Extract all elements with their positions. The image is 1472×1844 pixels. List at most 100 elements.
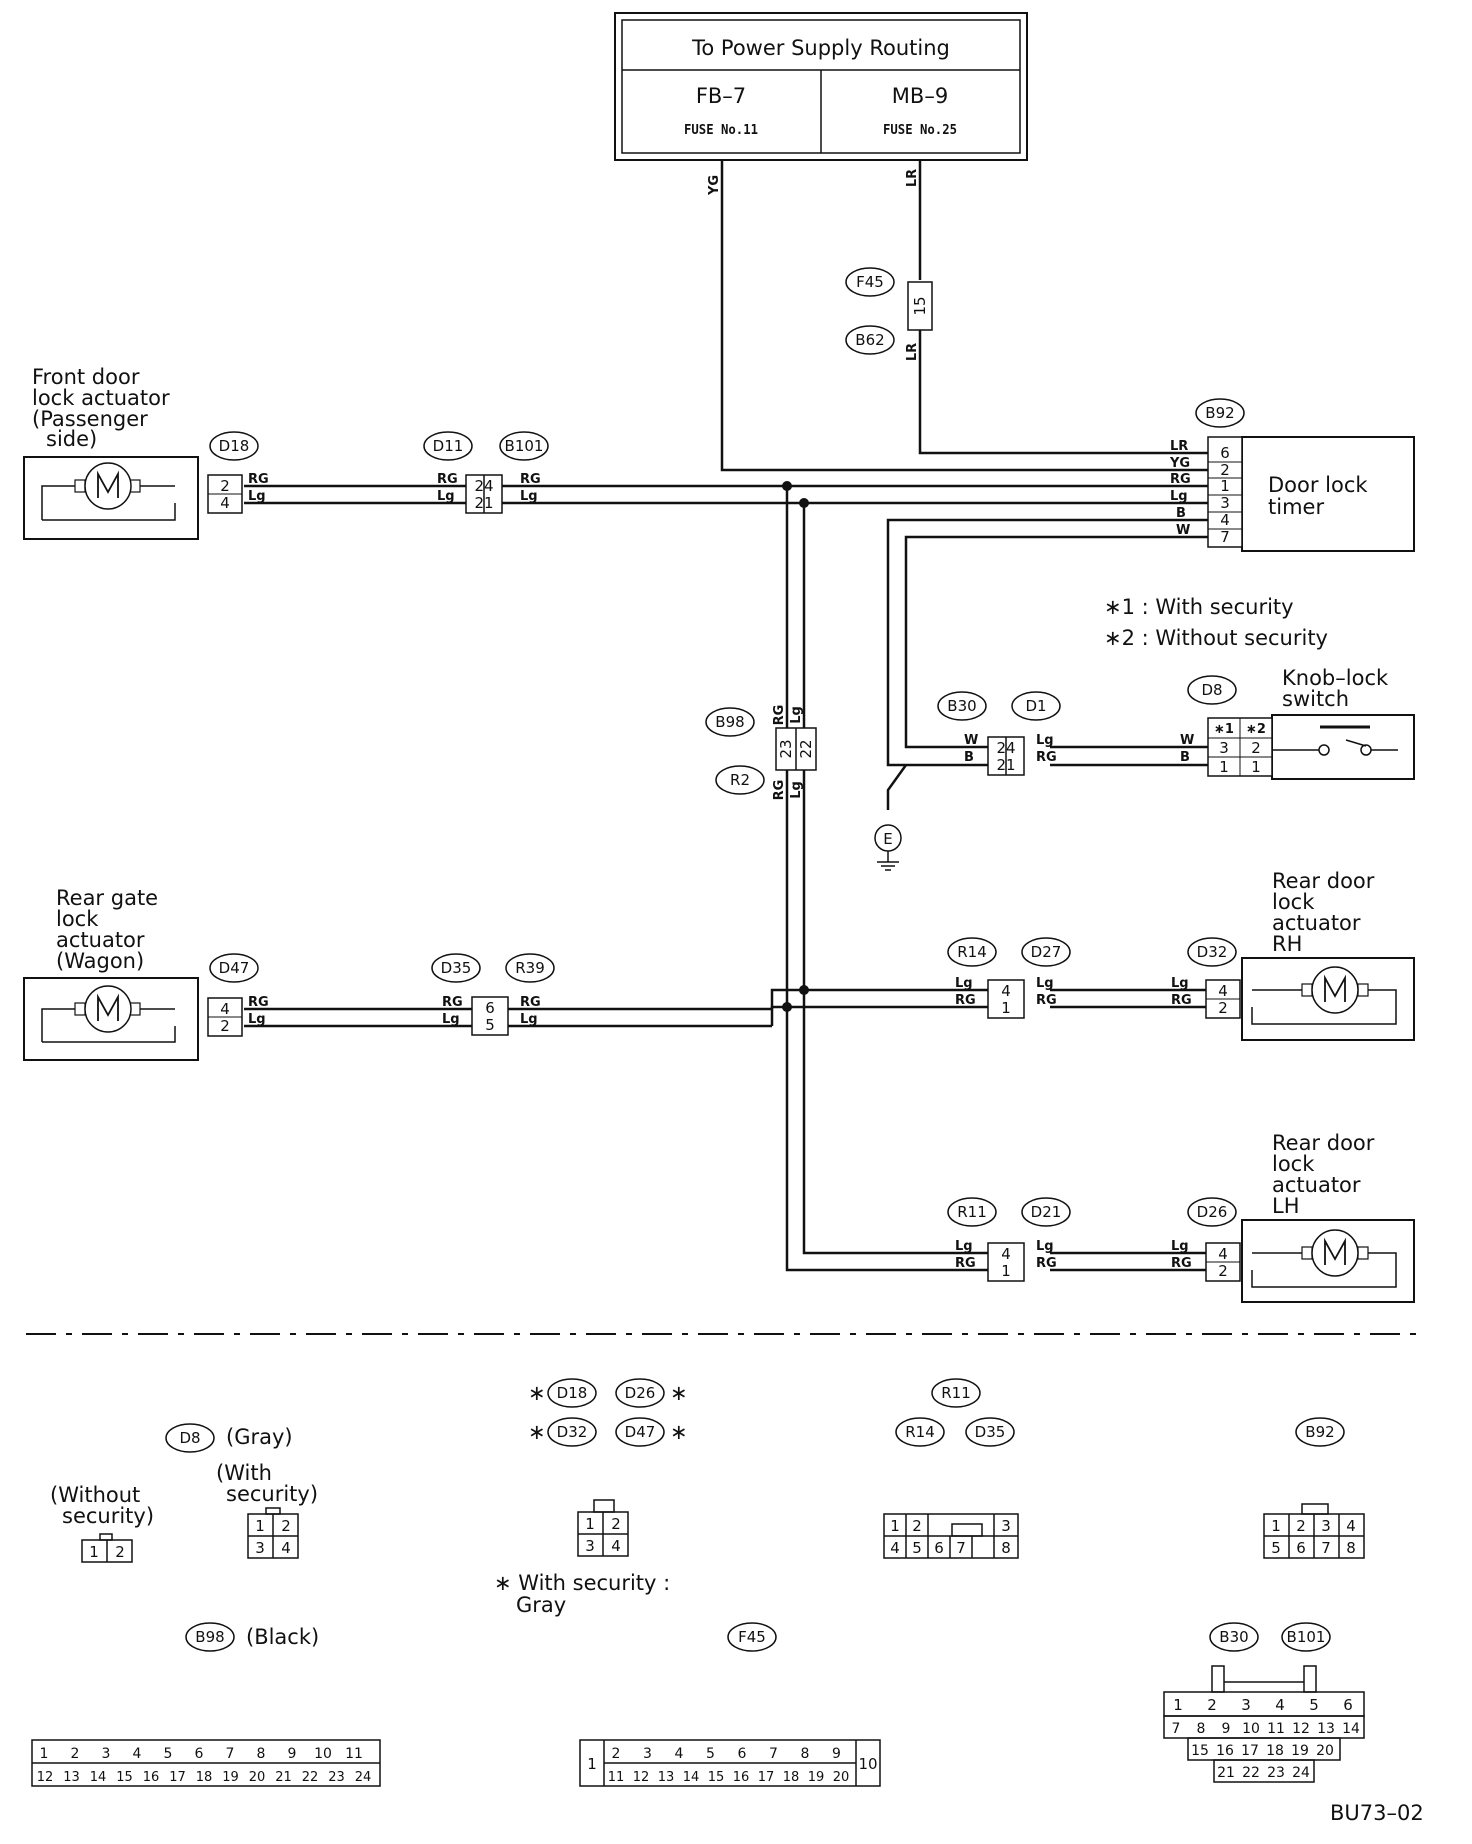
conn-d18 [209, 431, 259, 461]
b30-pins-pin: 17 [1241, 1743, 1259, 1759]
svg-text:3: 3 [1001, 1517, 1011, 1535]
svg-text:RG: RG [1036, 750, 1057, 765]
svg-text:E: E [883, 830, 892, 848]
svg-text:R11: R11 [941, 1384, 971, 1402]
svg-text:4: 4 [1220, 511, 1230, 529]
svg-text:D47: D47 [219, 959, 250, 977]
f45-pins-pin: 14 [683, 1770, 700, 1785]
power-fb7: FB–7 [696, 84, 746, 108]
svg-text:F45: F45 [738, 1628, 766, 1646]
svg-text:2: 2 [912, 1517, 922, 1535]
svg-text:RG: RG [437, 472, 458, 487]
svg-text:B62: B62 [855, 331, 884, 349]
power-supply-box: To Power Supply Routing FB–7 FUSE No.11 … [614, 12, 1028, 161]
power-title: To Power Supply Routing [691, 36, 950, 60]
legend: D8 (Gray) D18 D26 D32 D47 ∗ ∗ ∗ ∗ R11 R1… [50, 1378, 1424, 1825]
ground-symbol: E [874, 824, 902, 871]
timer-label-1: Door lock [1268, 473, 1368, 497]
svg-text:B92: B92 [1305, 1423, 1334, 1441]
svg-text:YG: YG [707, 175, 722, 196]
svg-text:D32: D32 [557, 1423, 588, 1441]
svg-text:4: 4 [220, 1000, 230, 1018]
svg-text:D27: D27 [1031, 943, 1062, 961]
svg-text:D26: D26 [625, 1384, 656, 1402]
svg-text:1: 1 [1001, 1262, 1011, 1280]
svg-text:3: 3 [1219, 739, 1229, 757]
svg-text:4: 4 [281, 1539, 291, 1557]
svg-text:6: 6 [934, 1539, 944, 1557]
b98-pins-pin: 6 [195, 1746, 204, 1762]
f45-pins-pin: 17 [758, 1770, 775, 1785]
power-mb9: MB–9 [892, 84, 948, 108]
svg-text:W: W [1180, 733, 1194, 748]
svg-text:RG: RG [772, 705, 787, 726]
svg-text:W: W [964, 733, 978, 748]
f45-pins-pin: 6 [738, 1746, 747, 1762]
b98-pins-pin: 1 [40, 1746, 49, 1762]
conn-r14 [947, 937, 997, 967]
svg-text:22: 22 [797, 739, 815, 758]
wire-labels: YG LR LR RG Lg RG Lg RG Lg LR YG RG Lg B… [248, 169, 1194, 1271]
b98-pins-pin: 11 [345, 1746, 363, 1762]
svg-text:Lg: Lg [1036, 733, 1054, 748]
f45-pins-pin: 9 [832, 1746, 841, 1762]
power-fuse25: FUSE No.25 [883, 123, 957, 138]
svg-text:F45: F45 [856, 273, 884, 291]
svg-text:B: B [1176, 506, 1186, 521]
timer-label-2: timer [1268, 495, 1324, 519]
svg-text:lock: lock [56, 907, 99, 931]
f45-pins-pin: 13 [658, 1770, 675, 1785]
b98-pins-pin: 22 [302, 1770, 319, 1785]
rear-door-actuator-lh: Rear door lock actuator LH 4 2 [1205, 1131, 1415, 1303]
b30-pins-pin: 16 [1216, 1743, 1234, 1759]
conn-d26 [1187, 1197, 1237, 1227]
b98-pins-pin: 24 [355, 1770, 372, 1785]
svg-text:Rear door: Rear door [1272, 1131, 1375, 1155]
b30-pins-pin: 24 [1292, 1765, 1310, 1781]
f45-pins-pin: 8 [801, 1746, 810, 1762]
svg-text:R39: R39 [515, 959, 545, 977]
note-with-security: ∗1 : With security [1104, 595, 1294, 619]
b98-pins-pin: 17 [169, 1770, 186, 1785]
svg-text:YG: YG [1169, 456, 1190, 471]
svg-text:Lg: Lg [248, 489, 266, 504]
f45-pins-pin: 5 [706, 1746, 715, 1762]
svg-text:1: 1 [1220, 477, 1230, 495]
svg-text:24: 24 [996, 739, 1015, 757]
b30-pins-pin: 12 [1292, 1721, 1310, 1737]
svg-text:security): security) [226, 1482, 318, 1506]
b30-pins-pin: 1 [1173, 1696, 1183, 1714]
b30-pins-pin: 14 [1342, 1721, 1360, 1737]
svg-text:B101: B101 [1287, 1628, 1326, 1646]
svg-text:10: 10 [858, 1755, 877, 1773]
svg-text:RG: RG [955, 1256, 976, 1271]
conn-b98 [705, 707, 755, 737]
svg-text:(Black): (Black) [246, 1625, 319, 1649]
inline-connector-pins: 15 24 21 23 22 24 21 6 5 4 1 4 1 [474, 296, 1015, 1280]
b30-pins-pin: 10 [1242, 1721, 1260, 1737]
svg-text:1: 1 [1001, 999, 1011, 1017]
conn-d35 [431, 953, 481, 983]
svg-text:Lg: Lg [1036, 976, 1054, 991]
conn-d21 [1021, 1197, 1071, 1227]
svg-text:(With: (With [216, 1461, 272, 1485]
f45-pins-pin: 12 [633, 1770, 650, 1785]
f45-pins-pin: 3 [643, 1746, 652, 1762]
svg-text:side): side) [46, 427, 97, 451]
svg-text:2: 2 [1251, 739, 1261, 757]
svg-text:D35: D35 [441, 959, 472, 977]
svg-text:4: 4 [1001, 982, 1011, 1000]
wires [244, 160, 1208, 1272]
svg-text:4: 4 [1218, 982, 1228, 1000]
svg-text:24: 24 [474, 477, 493, 495]
b30-pins-pin: 5 [1309, 1696, 1319, 1714]
svg-text:1: 1 [587, 1755, 597, 1773]
b30-pins-pin: 13 [1317, 1721, 1335, 1737]
svg-text:Lg: Lg [1170, 489, 1188, 504]
svg-text:∗2: ∗2 [1246, 722, 1266, 737]
svg-text:D26: D26 [1197, 1203, 1228, 1221]
b30-pins-pin: 19 [1291, 1743, 1309, 1759]
svg-text:D18: D18 [557, 1384, 588, 1402]
svg-text:Front door: Front door [32, 365, 140, 389]
